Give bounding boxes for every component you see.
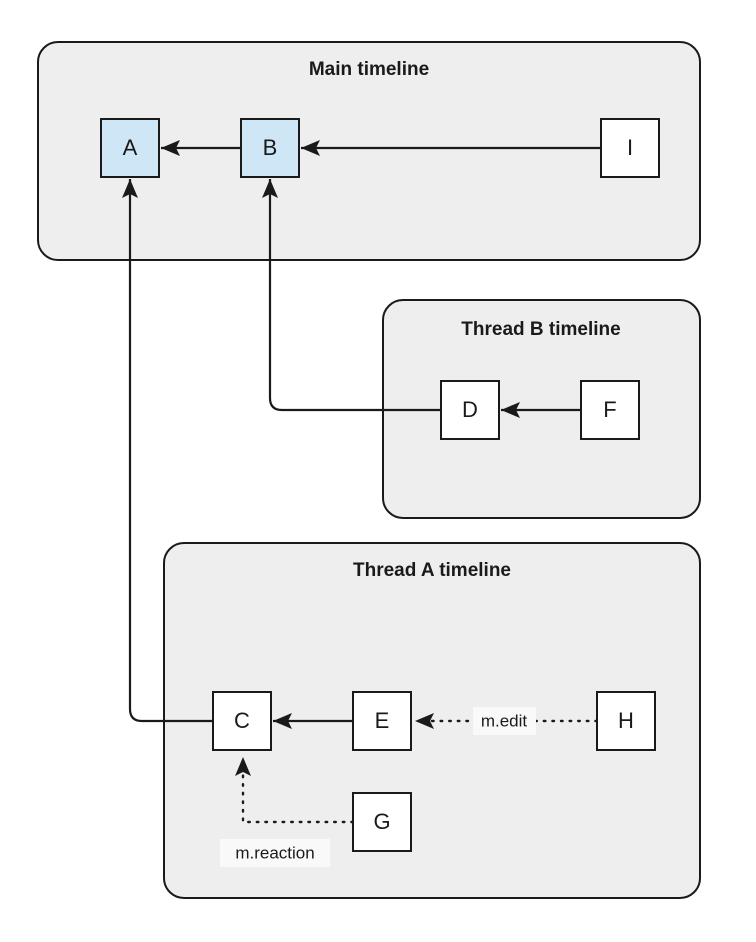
node-box-b[interactable]: [240, 118, 300, 178]
node-b[interactable]: B: [240, 118, 300, 178]
edge-label-m-reaction: m.reaction: [235, 843, 314, 862]
node-e[interactable]: E: [352, 691, 412, 751]
node-box-c[interactable]: [212, 691, 272, 751]
group-box-main: [37, 41, 701, 261]
arrowhead-h-to-e: [415, 713, 434, 729]
arrowhead-b-to-a: [161, 140, 180, 156]
edge-label-bg-m-edit: [473, 707, 536, 735]
node-a[interactable]: A: [100, 118, 160, 178]
node-box-d[interactable]: [440, 380, 500, 440]
node-i[interactable]: I: [600, 118, 660, 178]
node-d[interactable]: D: [440, 380, 500, 440]
node-box-f[interactable]: [580, 380, 640, 440]
node-f[interactable]: F: [580, 380, 640, 440]
group-main-timeline: Main timeline: [37, 41, 701, 261]
node-label-d: D: [462, 397, 478, 422]
node-box-a[interactable]: [100, 118, 160, 178]
arrowhead-f-to-d: [501, 402, 520, 418]
node-g[interactable]: G: [352, 792, 412, 852]
node-c[interactable]: C: [212, 691, 272, 751]
edge-d-to-b: [268, 179, 441, 412]
arrowhead-i-to-b: [301, 140, 320, 156]
node-box-i[interactable]: [600, 118, 660, 178]
node-label-c: C: [234, 708, 250, 733]
node-box-g[interactable]: [352, 792, 412, 852]
group-title-main: Main timeline: [309, 59, 429, 80]
arrowhead-g-to-c: [235, 757, 251, 776]
node-label-h: H: [618, 708, 634, 733]
arrowhead-d-to-b: [262, 179, 278, 198]
edge-label-m-edit: m.edit: [481, 711, 528, 730]
edge-labels-layer: m.edit m.reaction: [220, 707, 536, 867]
nodes-layer: A B I D F C: [100, 118, 660, 852]
node-label-i: I: [627, 135, 633, 160]
node-label-e: E: [375, 708, 390, 733]
edge-g-to-c: [241, 761, 355, 824]
edge-label-bg-m-reaction: [220, 839, 330, 867]
edge-c-to-a: [128, 179, 213, 723]
node-box-h[interactable]: [596, 691, 656, 751]
arrowhead-e-to-c: [273, 713, 292, 729]
node-label-b: B: [263, 135, 278, 160]
arrowhead-c-to-a: [122, 179, 138, 198]
node-h[interactable]: H: [596, 691, 656, 751]
node-box-e[interactable]: [352, 691, 412, 751]
node-label-f: F: [603, 397, 616, 422]
group-title-thread-a: Thread A timeline: [353, 560, 511, 581]
node-label-a: A: [123, 135, 138, 160]
group-title-thread-b: Thread B timeline: [461, 319, 620, 340]
node-label-g: G: [373, 809, 390, 834]
